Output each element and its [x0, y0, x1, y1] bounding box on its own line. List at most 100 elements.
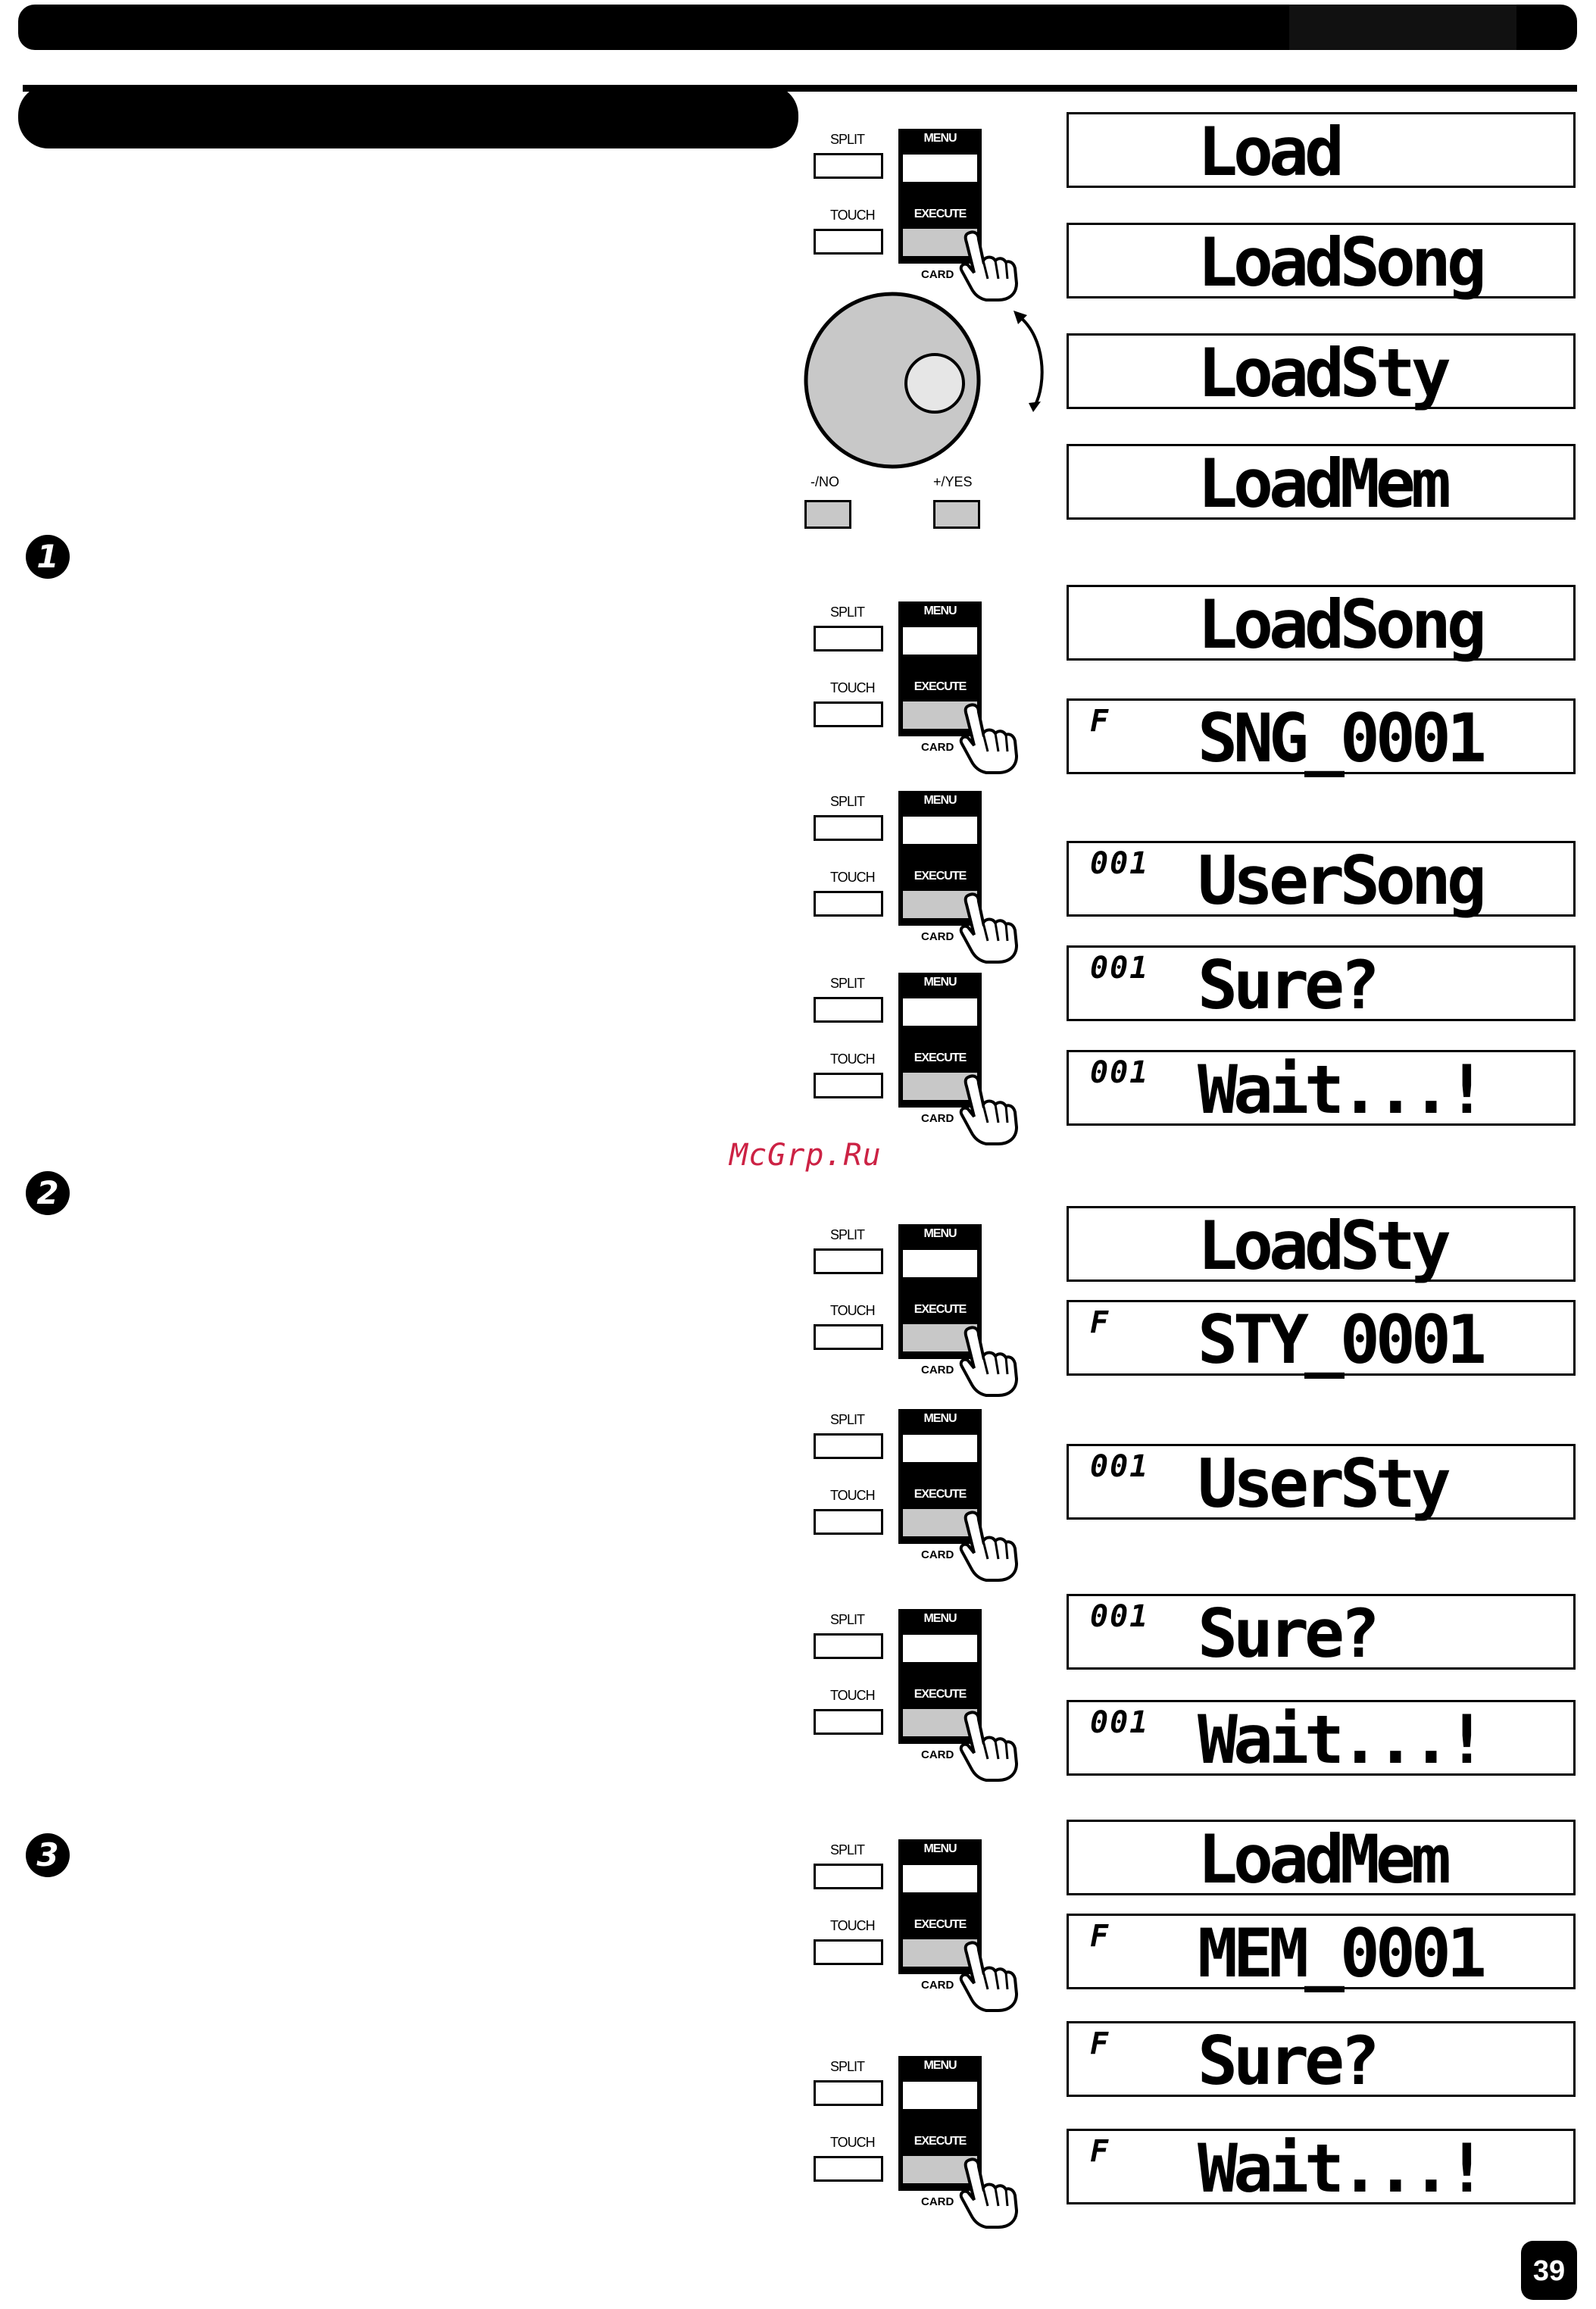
touch-button[interactable]: [814, 1073, 883, 1098]
lcd-text: MEM_0001: [1198, 1914, 1487, 1992]
card-label: CARD: [921, 1112, 954, 1125]
card-label: CARD: [921, 1748, 954, 1761]
split-button[interactable]: [814, 2080, 883, 2106]
yes-button[interactable]: [933, 500, 980, 529]
execute-button[interactable]: [903, 2156, 977, 2183]
card-label: CARD: [921, 1548, 954, 1561]
card-label: CARD: [921, 268, 954, 281]
header-rule: [23, 85, 1577, 92]
menu-button[interactable]: [903, 627, 977, 655]
execute-label: EXECUTE: [914, 1051, 967, 1064]
execute-label: EXECUTE: [914, 208, 967, 220]
pointing-hand-icon: [959, 230, 1019, 302]
touch-label: TOUCH: [830, 680, 876, 695]
execute-button[interactable]: [903, 1709, 977, 1736]
execute-button[interactable]: [903, 1939, 977, 1967]
lcd-text: UserSong: [1198, 842, 1487, 920]
touch-label: TOUCH: [830, 1688, 876, 1703]
lcd-display: LoadSong: [1067, 585, 1576, 661]
pointing-hand-icon: [959, 703, 1019, 774]
menu-label: MENU: [923, 976, 957, 989]
lcd-display: LoadSty: [1067, 1206, 1576, 1283]
split-button[interactable]: [814, 815, 883, 841]
touch-label: TOUCH: [830, 870, 876, 885]
menu-button[interactable]: [903, 1250, 977, 1277]
touch-button[interactable]: [814, 1709, 883, 1735]
split-button[interactable]: [814, 1633, 883, 1659]
menu-button[interactable]: [903, 155, 977, 182]
touch-button[interactable]: [814, 891, 883, 917]
execute-button[interactable]: [903, 229, 977, 256]
execute-button[interactable]: [903, 1073, 977, 1100]
split-label: SPLIT: [830, 1612, 865, 1627]
menu-button[interactable]: [903, 2082, 977, 2109]
split-label: SPLIT: [830, 2059, 865, 2074]
lcd-prefix: 001: [1090, 1705, 1150, 1740]
touch-button[interactable]: [814, 1324, 883, 1350]
menu-button[interactable]: [903, 1635, 977, 1662]
menu-label: MENU: [923, 794, 957, 807]
lcd-text: Wait...!: [1198, 1051, 1487, 1129]
header-tab: [1289, 5, 1516, 50]
lcd-prefix: 001: [1090, 846, 1150, 881]
touch-label: TOUCH: [830, 1051, 876, 1067]
touch-button[interactable]: [814, 701, 883, 727]
card-label: CARD: [921, 2195, 954, 2208]
execute-button[interactable]: [903, 1324, 977, 1351]
menu-button[interactable]: [903, 817, 977, 844]
step-1-badge: 1: [26, 535, 70, 579]
lcd-text: Load: [1198, 113, 1345, 191]
lcd-prefix: 001: [1090, 1055, 1150, 1090]
menu-execute-column: MENU EXECUTE: [898, 1609, 982, 1744]
menu-label: MENU: [923, 2059, 957, 2072]
split-button[interactable]: [814, 153, 883, 179]
menu-button[interactable]: [903, 1435, 977, 1462]
pointing-hand-icon: [959, 1326, 1019, 1397]
split-button[interactable]: [814, 1864, 883, 1889]
pointing-hand-icon: [959, 2157, 1019, 2229]
lcd-text: LoadSong: [1198, 586, 1487, 664]
menu-button[interactable]: [903, 1865, 977, 1892]
lcd-text: STY_0001: [1198, 1301, 1487, 1379]
lcd-display: F STY_0001: [1067, 1300, 1576, 1376]
execute-button[interactable]: [903, 701, 977, 729]
touch-button[interactable]: [814, 2156, 883, 2182]
lcd-prefix: F: [1090, 2026, 1110, 2061]
execute-button[interactable]: [903, 891, 977, 918]
touch-button[interactable]: [814, 229, 883, 255]
no-label: -/NO: [810, 474, 839, 489]
menu-label: MENU: [923, 1842, 957, 1855]
split-button[interactable]: [814, 1433, 883, 1459]
page-number: 39: [1521, 2241, 1577, 2300]
no-button[interactable]: [804, 500, 851, 529]
yes-label: +/YES: [933, 474, 973, 489]
rotate-arrow-icon: [1014, 311, 1044, 412]
lcd-display: 001 Wait...!: [1067, 1050, 1576, 1126]
split-button[interactable]: [814, 626, 883, 651]
execute-label: EXECUTE: [914, 870, 967, 883]
split-button[interactable]: [814, 1248, 883, 1274]
execute-label: EXECUTE: [914, 1488, 967, 1501]
touch-button[interactable]: [814, 1939, 883, 1965]
lcd-text: LoadSong: [1198, 223, 1487, 302]
split-button[interactable]: [814, 997, 883, 1023]
lcd-prefix: F: [1090, 1305, 1110, 1340]
menu-label: MENU: [923, 1612, 957, 1625]
touch-button[interactable]: [814, 1509, 883, 1535]
card-label: CARD: [921, 741, 954, 754]
lcd-prefix: F: [1090, 2134, 1110, 2169]
lcd-display: LoadSong: [1067, 223, 1576, 302]
execute-label: EXECUTE: [914, 1688, 967, 1701]
lcd-text: LoadMem: [1198, 1820, 1451, 1898]
control-panel: SPLIT TOUCH MENU EXECUTE CARD: [809, 1609, 1021, 1782]
section-title-bar: [18, 85, 798, 148]
execute-button[interactable]: [903, 1509, 977, 1536]
menu-button[interactable]: [903, 998, 977, 1026]
step-3-badge: 3: [26, 1833, 70, 1877]
data-dial[interactable]: [801, 289, 983, 471]
execute-label: EXECUTE: [914, 2135, 967, 2148]
